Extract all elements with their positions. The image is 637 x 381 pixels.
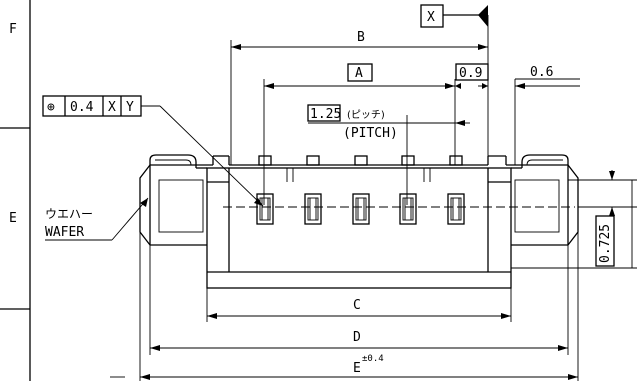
dimension-e-label: E: [353, 361, 361, 376]
pitch-label-en: (PITCH): [343, 126, 398, 141]
pin-tops: [258, 155, 463, 166]
pin-contact: [304, 193, 322, 225]
dimension-b: [230, 40, 488, 165]
dimension-c-label: C: [353, 298, 361, 313]
dimension-b-label: B: [357, 30, 365, 45]
position-tolerance-value: 0.4: [70, 100, 94, 115]
position-symbol-icon: ⊕: [47, 100, 55, 115]
pin-contact: [399, 193, 417, 225]
dimension-pitch: [307, 104, 470, 205]
dimension-d: [149, 245, 569, 355]
pitch-value: 1.25: [310, 107, 341, 122]
dimension-pin-offset: [454, 63, 489, 165]
datum-x-marker: [420, 4, 489, 165]
dimension-e: [110, 232, 579, 381]
position-datum-1: X: [108, 100, 116, 115]
pin-contacts: [256, 193, 465, 225]
zone-label-f: F: [9, 22, 17, 37]
pin-contact: [256, 193, 274, 225]
datum-x-label: X: [427, 10, 435, 25]
pin-contact: [447, 193, 465, 225]
dimension-height: [511, 170, 637, 269]
dimension-a-label: A: [355, 66, 363, 81]
wafer-label-jp: ウエハー: [45, 207, 93, 221]
wafer-leader: [45, 197, 149, 241]
wafer-label-en: WAFER: [45, 225, 84, 240]
zone-label-e: E: [9, 211, 17, 226]
dimension-clearance-label: 0.6: [530, 65, 553, 80]
dimension-e-tolerance: ±0.4: [362, 354, 384, 364]
dimension-clearance: [478, 78, 580, 165]
dimension-height-label: 0.725: [598, 224, 613, 263]
pin-contact: [352, 193, 370, 225]
dimension-pin-offset-label: 0.9: [459, 66, 482, 81]
dimension-c: [206, 288, 512, 322]
position-tolerance-frame: [42, 95, 264, 207]
dimension-a: [263, 63, 455, 205]
pitch-label-jp: (ピッチ): [347, 109, 385, 121]
dimension-d-label: D: [353, 330, 361, 345]
position-datum-2: Y: [126, 100, 134, 115]
drawing-frame: [0, 0, 31, 381]
